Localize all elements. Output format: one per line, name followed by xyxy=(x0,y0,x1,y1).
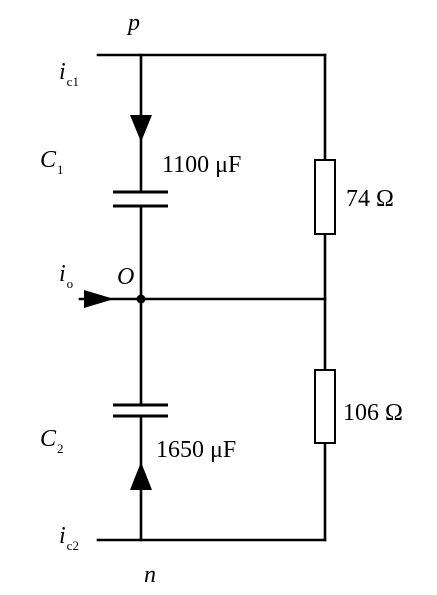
capacitor-c1-label: C1 xyxy=(40,147,64,177)
capacitor-c1-value: 1100 μF xyxy=(162,152,242,178)
arrow-io-right-icon xyxy=(84,290,114,308)
resistor-r2-value: 106 Ω xyxy=(343,400,403,426)
capacitor-c2-label: C2 xyxy=(40,426,64,456)
arrow-ic2-up-icon xyxy=(130,462,152,490)
node-label-n: n xyxy=(144,562,156,588)
node-label-o: O xyxy=(117,264,135,290)
current-label-io: io xyxy=(59,261,74,291)
node-label-p: p xyxy=(128,10,140,36)
junction-dot-o xyxy=(136,294,146,304)
resistor-r1 xyxy=(314,159,336,235)
current-label-ic1: ic1 xyxy=(59,59,79,89)
resistor-r2 xyxy=(314,369,336,444)
capacitor-c2-value: 1650 μF xyxy=(156,437,237,463)
current-label-ic2: ic2 xyxy=(59,523,79,553)
resistor-r1-value: 74 Ω xyxy=(346,186,394,212)
arrow-ic1-down-icon xyxy=(130,115,152,142)
